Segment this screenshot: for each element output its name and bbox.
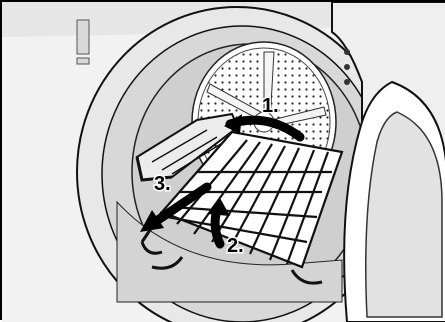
step-2-label: 2. — [227, 235, 244, 257]
step-1-label: 1. — [262, 95, 279, 117]
step-3-label: 3. — [154, 173, 171, 195]
panel-indicator — [77, 20, 89, 54]
